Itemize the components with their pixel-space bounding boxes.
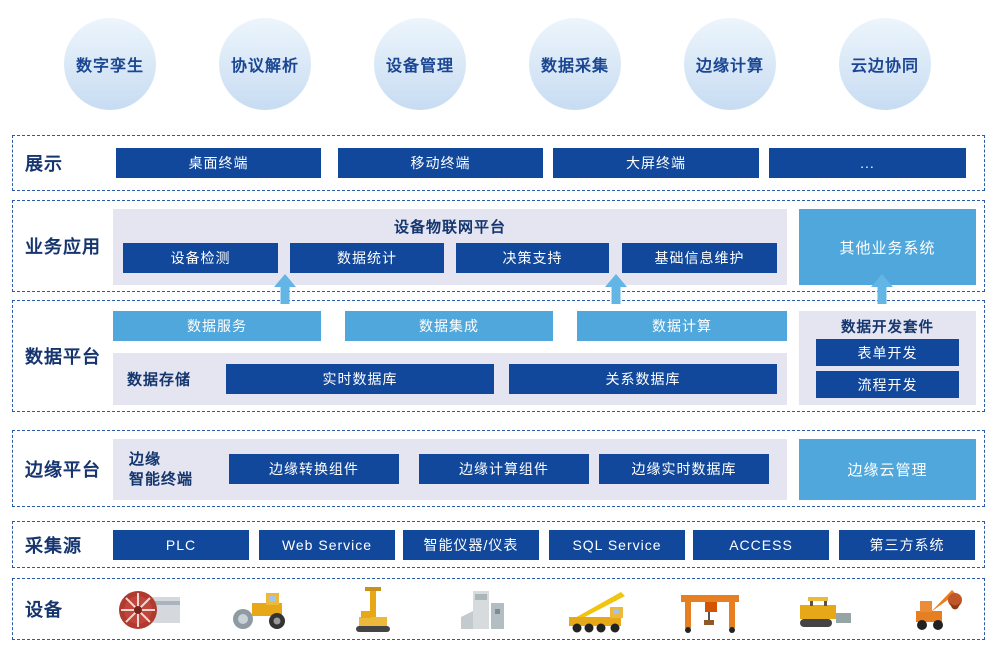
service-data-service: 数据服务: [113, 311, 321, 341]
edge-cloud-mgmt-box: 边缘云管理: [799, 439, 976, 500]
other-business-systems-box: 其他业务系统: [799, 209, 976, 285]
capability-circle-cloud-edge: 云边协同: [839, 18, 931, 110]
module-data-stats: 数据统计: [290, 243, 444, 273]
module-decision: 决策支持: [456, 243, 609, 273]
db-relational: 关系数据库: [509, 364, 777, 394]
row-edge-platform: 边缘平台 边缘 智能终端 边缘转换组件 边缘计算组件 边缘实时数据库 边缘云管理: [12, 430, 985, 507]
source-access: ACCESS: [693, 530, 829, 560]
drill-rig-icon: [338, 585, 410, 633]
source-sql: SQL Service: [549, 530, 685, 560]
capability-label: 协议解析: [230, 58, 299, 75]
edge-compute-component: 边缘计算组件: [419, 454, 589, 484]
capability-label: 数字孪生: [75, 58, 144, 75]
row-equipment: 设备: [12, 578, 985, 640]
capability-label: 设备管理: [385, 58, 454, 75]
up-arrow-icon: [871, 274, 893, 304]
row-business-label: 业务应用: [25, 237, 101, 257]
devkit-form-dev: 表单开发: [816, 339, 959, 366]
capability-circle-device-mgmt: 设备管理: [374, 18, 466, 110]
service-data-compute: 数据计算: [577, 311, 787, 341]
row-sources-label: 采集源: [25, 535, 82, 556]
source-thirdparty: 第三方系统: [839, 530, 975, 560]
paver-icon: [787, 585, 859, 633]
tunnel-boring-machine-icon: [113, 585, 185, 633]
row-data-platform: 数据平台 数据服务 数据集成 数据计算 数据存储 实时数据库 关系数据库 数据开…: [12, 300, 985, 412]
capability-circle-edge-compute: 边缘计算: [684, 18, 776, 110]
capability-label: 数据采集: [540, 58, 609, 75]
row-business-application: 业务应用 设备物联网平台 设备检测 数据统计 决策支持 基础信息维护 其他业务系…: [12, 200, 985, 292]
row-sources: 采集源 PLC Web Service 智能仪器/仪表 SQL Service …: [12, 521, 985, 568]
row-display-label: 展示: [25, 154, 63, 174]
edge-terminal-panel: 边缘 智能终端 边缘转换组件 边缘计算组件 边缘实时数据库: [113, 439, 787, 500]
terminal-mobile: 移动终端: [338, 148, 543, 178]
row-data-label: 数据平台: [25, 347, 101, 367]
data-devkit-panel: 数据开发套件 表单开发 流程开发: [799, 311, 976, 405]
edge-terminal-label: 边缘 智能终端: [129, 450, 194, 488]
iot-platform-panel: 设备物联网平台 设备检测 数据统计 决策支持 基础信息维护: [113, 209, 787, 285]
terminal-bigscreen: 大屏终端: [553, 148, 759, 178]
capability-label: 边缘计算: [695, 58, 764, 75]
up-arrow-icon: [605, 274, 627, 304]
db-realtime: 实时数据库: [226, 364, 494, 394]
up-arrow-icon: [274, 274, 296, 304]
data-storage-panel: 数据存储 实时数据库 关系数据库: [113, 353, 787, 405]
source-plc: PLC: [113, 530, 249, 560]
edge-realtime-db: 边缘实时数据库: [599, 454, 769, 484]
truck-crane-icon: [562, 585, 634, 633]
mixing-plant-icon: [450, 585, 522, 633]
equipment-strip: [113, 583, 971, 635]
source-instrument: 智能仪器/仪表: [403, 530, 539, 560]
gantry-crane-icon: [674, 585, 746, 633]
service-data-integrate: 数据集成: [345, 311, 553, 341]
row-display: 展示 桌面终端 移动终端 大屏终端 ...: [12, 135, 985, 191]
row-equipment-label: 设备: [25, 600, 63, 620]
grab-handler-icon: [899, 585, 971, 633]
data-devkit-title: 数据开发套件: [841, 320, 934, 336]
road-roller-icon: [225, 585, 297, 633]
module-base-info: 基础信息维护: [622, 243, 777, 273]
terminal-more: ...: [769, 148, 966, 178]
capability-circle-protocol-parse: 协议解析: [219, 18, 311, 110]
devkit-process-dev: 流程开发: [816, 371, 959, 398]
capability-circle-digital-twin: 数字孪生: [64, 18, 156, 110]
row-edge-label: 边缘平台: [25, 459, 101, 480]
data-storage-label: 数据存储: [127, 371, 192, 389]
capability-circle-data-collect: 数据采集: [529, 18, 621, 110]
module-device-detect: 设备检测: [123, 243, 278, 273]
capability-label: 云边协同: [850, 58, 919, 75]
edge-convert-component: 边缘转换组件: [229, 454, 399, 484]
source-webservice: Web Service: [259, 530, 395, 560]
iot-platform-title: 设备物联网平台: [393, 219, 506, 236]
terminal-desktop: 桌面终端: [116, 148, 321, 178]
